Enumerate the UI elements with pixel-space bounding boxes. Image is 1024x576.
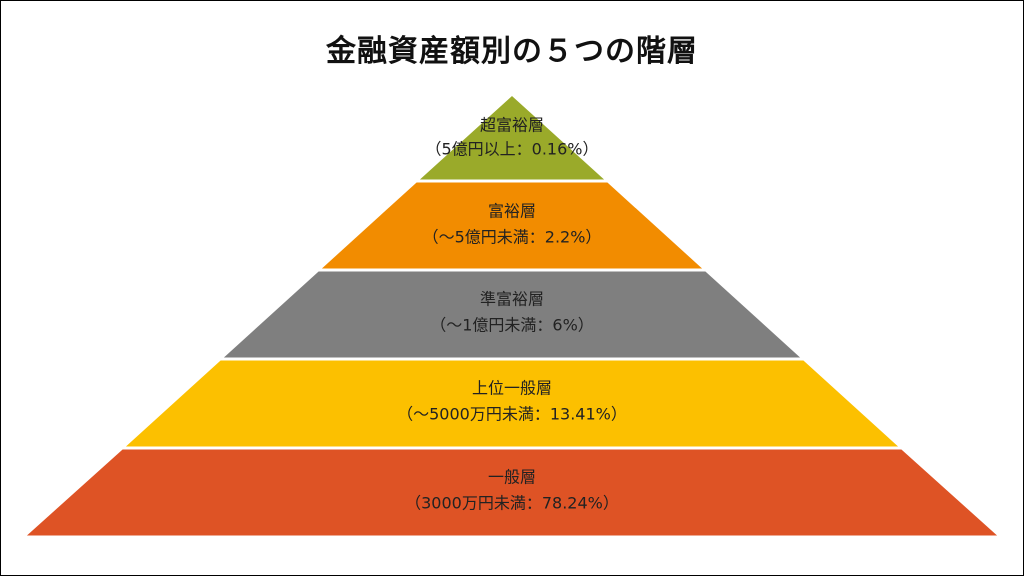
- tier-label: 準富裕層: [480, 290, 544, 309]
- tier-label: 一般層: [488, 468, 536, 487]
- tier-detail: （〜5000万円未満：13.41%）: [397, 405, 627, 424]
- tier-detail: （〜5億円未満：2.2%）: [423, 228, 602, 247]
- diagram-title: 金融資産額別の５つの階層: [326, 34, 698, 69]
- tier-general: [19, 446, 1005, 539]
- tier-label: 上位一般層: [472, 379, 552, 398]
- tier-label: 富裕層: [488, 202, 536, 221]
- tier-semi-wealthy: [216, 268, 808, 361]
- tier-detail: （〜1億円未満：6%）: [430, 316, 594, 335]
- tier-upper-general: [118, 357, 906, 450]
- tier-detail: （3000万円未満：78.24%）: [405, 494, 619, 513]
- tier-wealthy: [314, 179, 710, 272]
- tier-detail: （5億円以上：0.16%）: [425, 140, 598, 159]
- tier-top-ultra-wealthy: [412, 91, 612, 183]
- tier-label: 超富裕層: [480, 116, 544, 135]
